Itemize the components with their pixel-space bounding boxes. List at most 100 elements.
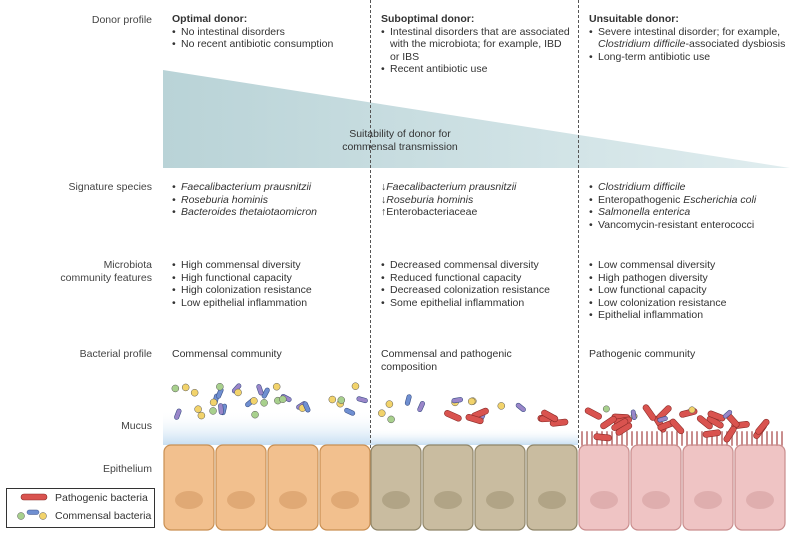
- optimal-donor-title: Optimal donor:: [172, 13, 248, 25]
- commensal-bacterium: [630, 409, 637, 421]
- unsuitable-epithelial-cell: [630, 444, 682, 531]
- suitability-label-line1: Suitability of donor for: [349, 128, 451, 140]
- commensal-bacterium: [251, 410, 259, 419]
- suboptimal-species-list: ↓Faecalibacterium prausnitzii ↓Roseburia…: [381, 181, 573, 219]
- suboptimal-donor-item: Intestinal disorders that are associated…: [381, 26, 573, 64]
- pathogenic-bacterium: [611, 418, 629, 431]
- unsuitable-feature-item: Low commensal diversity: [589, 259, 794, 272]
- row-label-epithelium: Epithelium: [102, 463, 152, 475]
- cell-nucleus: [382, 491, 410, 509]
- commensal-bacterium: [356, 396, 368, 404]
- cell-nucleus: [590, 491, 618, 509]
- legend: Pathogenic bacteria Commensal bacteria: [6, 488, 155, 528]
- cell-nucleus: [642, 491, 670, 509]
- pathogenic-bacterium: [600, 415, 617, 430]
- unsuitable-species-item: Vancomycin-resistant enterococci: [589, 219, 794, 232]
- unsuitable-feature-item: High pathogen diversity: [589, 272, 794, 285]
- unsuitable-feature-item: Low colonization resistance: [589, 297, 794, 310]
- commensal-bacterium: [171, 384, 180, 393]
- commensal-bacterium: [351, 382, 360, 390]
- unsuitable-donor-text: -associated dysbiosis: [685, 38, 786, 50]
- suboptimal-species-name: Enterobacteriaceae: [386, 206, 478, 218]
- commensal-bacterium: [261, 387, 270, 399]
- unsuitable-epithelial-cell: [734, 444, 786, 531]
- cell-nucleus: [486, 491, 514, 509]
- pathogenic-bacterium: [541, 409, 559, 423]
- commensal-bacterium: [209, 407, 217, 415]
- divider-suboptimal-unsuitable: [578, 0, 579, 448]
- optimal-donor-item: No recent antibiotic consumption: [172, 38, 362, 51]
- pathogenic-bacterium: [696, 415, 713, 430]
- commensal-bacterium: [250, 397, 258, 405]
- commensal-bacterium: [197, 411, 206, 420]
- unsuitable-donor-column: Unsuitable donor: Severe intestinal diso…: [589, 13, 794, 63]
- suboptimal-species-name: Roseburia hominis: [386, 193, 474, 206]
- commensal-bacterium: [174, 408, 182, 420]
- row-label-signature-species: Signature species: [68, 181, 152, 193]
- optimal-species-item: Faecalibacterium prausnitzii: [172, 181, 362, 194]
- commensal-bacterium: [378, 409, 386, 417]
- cell-nucleus: [175, 491, 203, 509]
- suboptimal-feature-item: Some epithelial inflammation: [381, 297, 573, 310]
- unsuitable-feature-item: Low functional capacity: [589, 284, 794, 297]
- unsuitable-donor-item: Long-term antibiotic use: [589, 51, 794, 64]
- commensal-bacterium: [387, 415, 395, 424]
- suboptimal-epithelial-cell: [526, 444, 578, 531]
- commensal-bacterium: [385, 400, 394, 408]
- unsuitable-epithelial-cell: [578, 444, 630, 531]
- unsuitable-species-prefix: Enteropathogenic: [598, 193, 684, 206]
- suboptimal-species-item: ↑Enterobacteriaceae: [381, 206, 573, 219]
- optimal-epithelial-cell: [215, 444, 267, 531]
- decrease-arrow: ↓: [381, 193, 387, 206]
- suboptimal-feature-item: Reduced functional capacity: [381, 272, 573, 285]
- epithelium-cells: [163, 444, 786, 531]
- unsuitable-species-item: Clostridium difficile: [589, 181, 794, 194]
- commensal-bacterium: [404, 394, 412, 406]
- suboptimal-feature-item: Decreased colonization resistance: [381, 284, 573, 297]
- legend-commensal-label: Commensal bacteria: [55, 510, 152, 522]
- suboptimal-epithelial-cell: [474, 444, 526, 531]
- optimal-bacterial-profile: Commensal community: [172, 348, 282, 360]
- commensal-bacterium: [337, 396, 346, 404]
- optimal-species-list: Faecalibacterium prausnitzii Roseburia h…: [172, 181, 362, 219]
- commensal-bacterium: [181, 383, 190, 392]
- cell-nucleus: [538, 491, 566, 509]
- optimal-donor-list: No intestinal disorders No recent antibi…: [172, 26, 362, 51]
- commensal-bacterium: [272, 382, 281, 391]
- suboptimal-species-name: Faecalibacterium prausnitzii: [386, 181, 517, 193]
- pathogenic-bacterium: [593, 433, 612, 442]
- row-label-microbiota-line1: Microbiota: [103, 259, 152, 271]
- suboptimal-features-list: Decreased commensal diversity Reduced fu…: [381, 259, 573, 309]
- commensal-legend-icon-blue: [26, 509, 40, 515]
- commensal-bacterium: [279, 395, 287, 403]
- unsuitable-epithelial-cell: [682, 444, 734, 531]
- row-label-microbiota-features: Microbiota community features: [0, 259, 152, 285]
- suboptimal-feature-item: Decreased commensal diversity: [381, 259, 573, 272]
- unsuitable-donor-title: Unsuitable donor:: [589, 13, 679, 25]
- commensal-bacterium: [344, 407, 356, 416]
- pathogen-legend-icon: [20, 493, 48, 501]
- commensal-bacterium: [216, 382, 224, 391]
- suboptimal-epithelial-cell: [422, 444, 474, 531]
- suboptimal-bacterial-profile: Commensal and pathogenic composition: [381, 348, 512, 373]
- optimal-epithelial-cell: [163, 444, 215, 531]
- unsuitable-donor-item: Severe intestinal disorder; for example,…: [589, 26, 794, 51]
- pathogenic-bacterium: [584, 407, 602, 420]
- pathogenic-bacterium: [755, 418, 770, 435]
- suitability-label-line2: commensal transmission: [342, 141, 458, 153]
- decrease-arrow: ↓: [381, 181, 387, 193]
- optimal-epithelial-cell: [319, 444, 371, 531]
- pathogenic-bacterium: [707, 410, 726, 422]
- commensal-bacterium: [256, 384, 264, 396]
- pathogenic-bacterium: [669, 418, 685, 435]
- cell-nucleus: [279, 491, 307, 509]
- row-label-mucus: Mucus: [121, 420, 152, 432]
- pathogenic-bacterium: [465, 414, 484, 425]
- optimal-species-item: Bacteroides thetaiotaomicron: [172, 206, 362, 219]
- commensal-legend-icon-green: [17, 512, 25, 520]
- pathogenic-bacterium: [444, 410, 462, 422]
- unsuitable-species-name: Escherichia coli: [683, 193, 757, 206]
- commensal-bacterium: [657, 416, 668, 423]
- suboptimal-species-item: ↓Faecalibacterium prausnitzii: [381, 181, 573, 194]
- optimal-feature-item: High functional capacity: [172, 272, 362, 285]
